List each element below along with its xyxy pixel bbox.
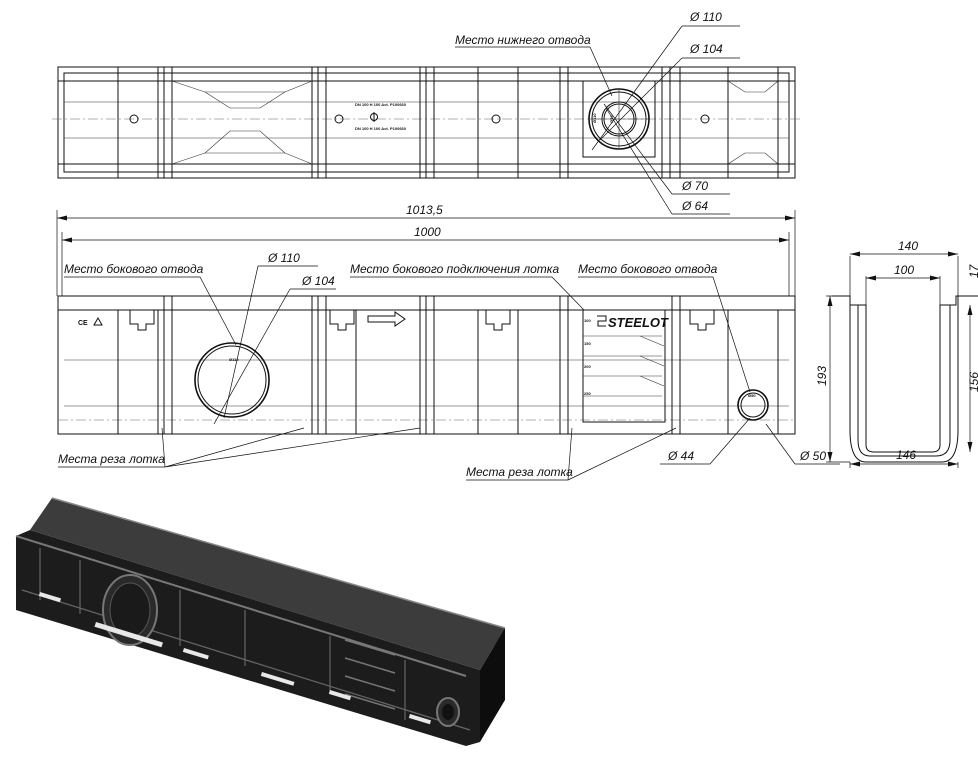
marking-line-2: DN 100 H 100 Act. P100660 bbox=[355, 126, 407, 131]
label-side-outlet-left: Место бокового отвода bbox=[64, 262, 204, 276]
render-outlet-large bbox=[102, 574, 158, 646]
dim-width-bottom: 146 bbox=[896, 448, 916, 462]
channel-3d-render bbox=[15, 497, 506, 746]
bottom-outlet: Ø110 Ø70 bbox=[582, 80, 656, 158]
length-dimensions: 1013,5 1000 bbox=[56, 203, 796, 296]
outlet-marking-70: Ø70 bbox=[609, 115, 614, 123]
label-cut-places-left: Места реза лотка bbox=[58, 452, 165, 466]
recycle-icon bbox=[93, 316, 103, 326]
label-side-outlet-right: Место бокового отвода bbox=[578, 262, 718, 276]
locating-hole bbox=[334, 114, 344, 124]
dim-dia-70: Ø 70 bbox=[681, 179, 708, 193]
dim-length-overall: 1013,5 bbox=[406, 203, 443, 217]
small-outlet-marking: Ø50 bbox=[748, 393, 756, 398]
label-cut-places-right: Места реза лотка bbox=[466, 465, 573, 479]
flow-arrow-icon bbox=[367, 311, 406, 327]
height-mark-200: 200 bbox=[584, 364, 591, 369]
render-outlet-small bbox=[436, 697, 460, 727]
cross-section-outer bbox=[832, 295, 978, 453]
render-side-connection bbox=[344, 639, 396, 710]
side-outlet-110: Ø110 bbox=[194, 342, 270, 418]
dim-dia-50: Ø 50 bbox=[799, 449, 826, 463]
cross-section: 140 100 193 156 17 146 bbox=[815, 239, 978, 468]
side-outlet-marking: Ø110 bbox=[229, 357, 239, 362]
dim-dia-104-top: Ø 104 bbox=[689, 42, 723, 56]
dim-flange: 17 bbox=[967, 263, 978, 278]
label-bottom-outlet: Место нижнего отвода bbox=[455, 33, 591, 47]
dim-length-nominal: 1000 bbox=[414, 225, 441, 239]
dim-dia-104-side: Ø 104 bbox=[301, 274, 335, 288]
side-view-dividers bbox=[117, 296, 779, 434]
brand-logo-icon bbox=[597, 315, 607, 327]
height-mark-150: 150 bbox=[584, 341, 591, 346]
dim-width-inner: 100 bbox=[894, 263, 914, 277]
height-mark-250: 250 bbox=[584, 391, 591, 396]
dim-dia-110-side: Ø 110 bbox=[267, 251, 300, 265]
top-view-dividers bbox=[117, 67, 779, 178]
locating-hole bbox=[491, 114, 501, 124]
dim-dia-110-top: Ø 110 bbox=[689, 10, 722, 24]
marking-line-1: DN 100 H 100 Act. P100660 bbox=[355, 102, 407, 107]
brand-logo: STEELOT bbox=[608, 315, 669, 330]
side-connection-zone: STEELOT 100 150 200 250 bbox=[582, 309, 669, 423]
ce-mark: CE bbox=[78, 320, 88, 327]
dim-width-top: 140 bbox=[898, 239, 918, 253]
dim-height-inner: 156 bbox=[967, 372, 978, 392]
side-outlet-50: Ø50 bbox=[737, 389, 769, 421]
dim-dia-44: Ø 44 bbox=[667, 449, 694, 463]
locating-hole bbox=[700, 114, 710, 124]
outlet-marking-110: Ø110 bbox=[592, 113, 597, 123]
dim-height-total: 193 bbox=[815, 366, 829, 386]
top-view: DN 100 H 100 Act. P100660 DN 100 H 100 A… bbox=[52, 10, 802, 215]
dim-dia-64: Ø 64 bbox=[681, 199, 708, 213]
label-side-connection: Место бокового подключения лотка bbox=[350, 262, 559, 276]
side-view: CE Ø110 STEELOT 100 150 200 250 Ø50 bbox=[57, 251, 840, 481]
height-mark-100: 100 bbox=[584, 318, 591, 323]
locating-hole bbox=[129, 114, 139, 124]
